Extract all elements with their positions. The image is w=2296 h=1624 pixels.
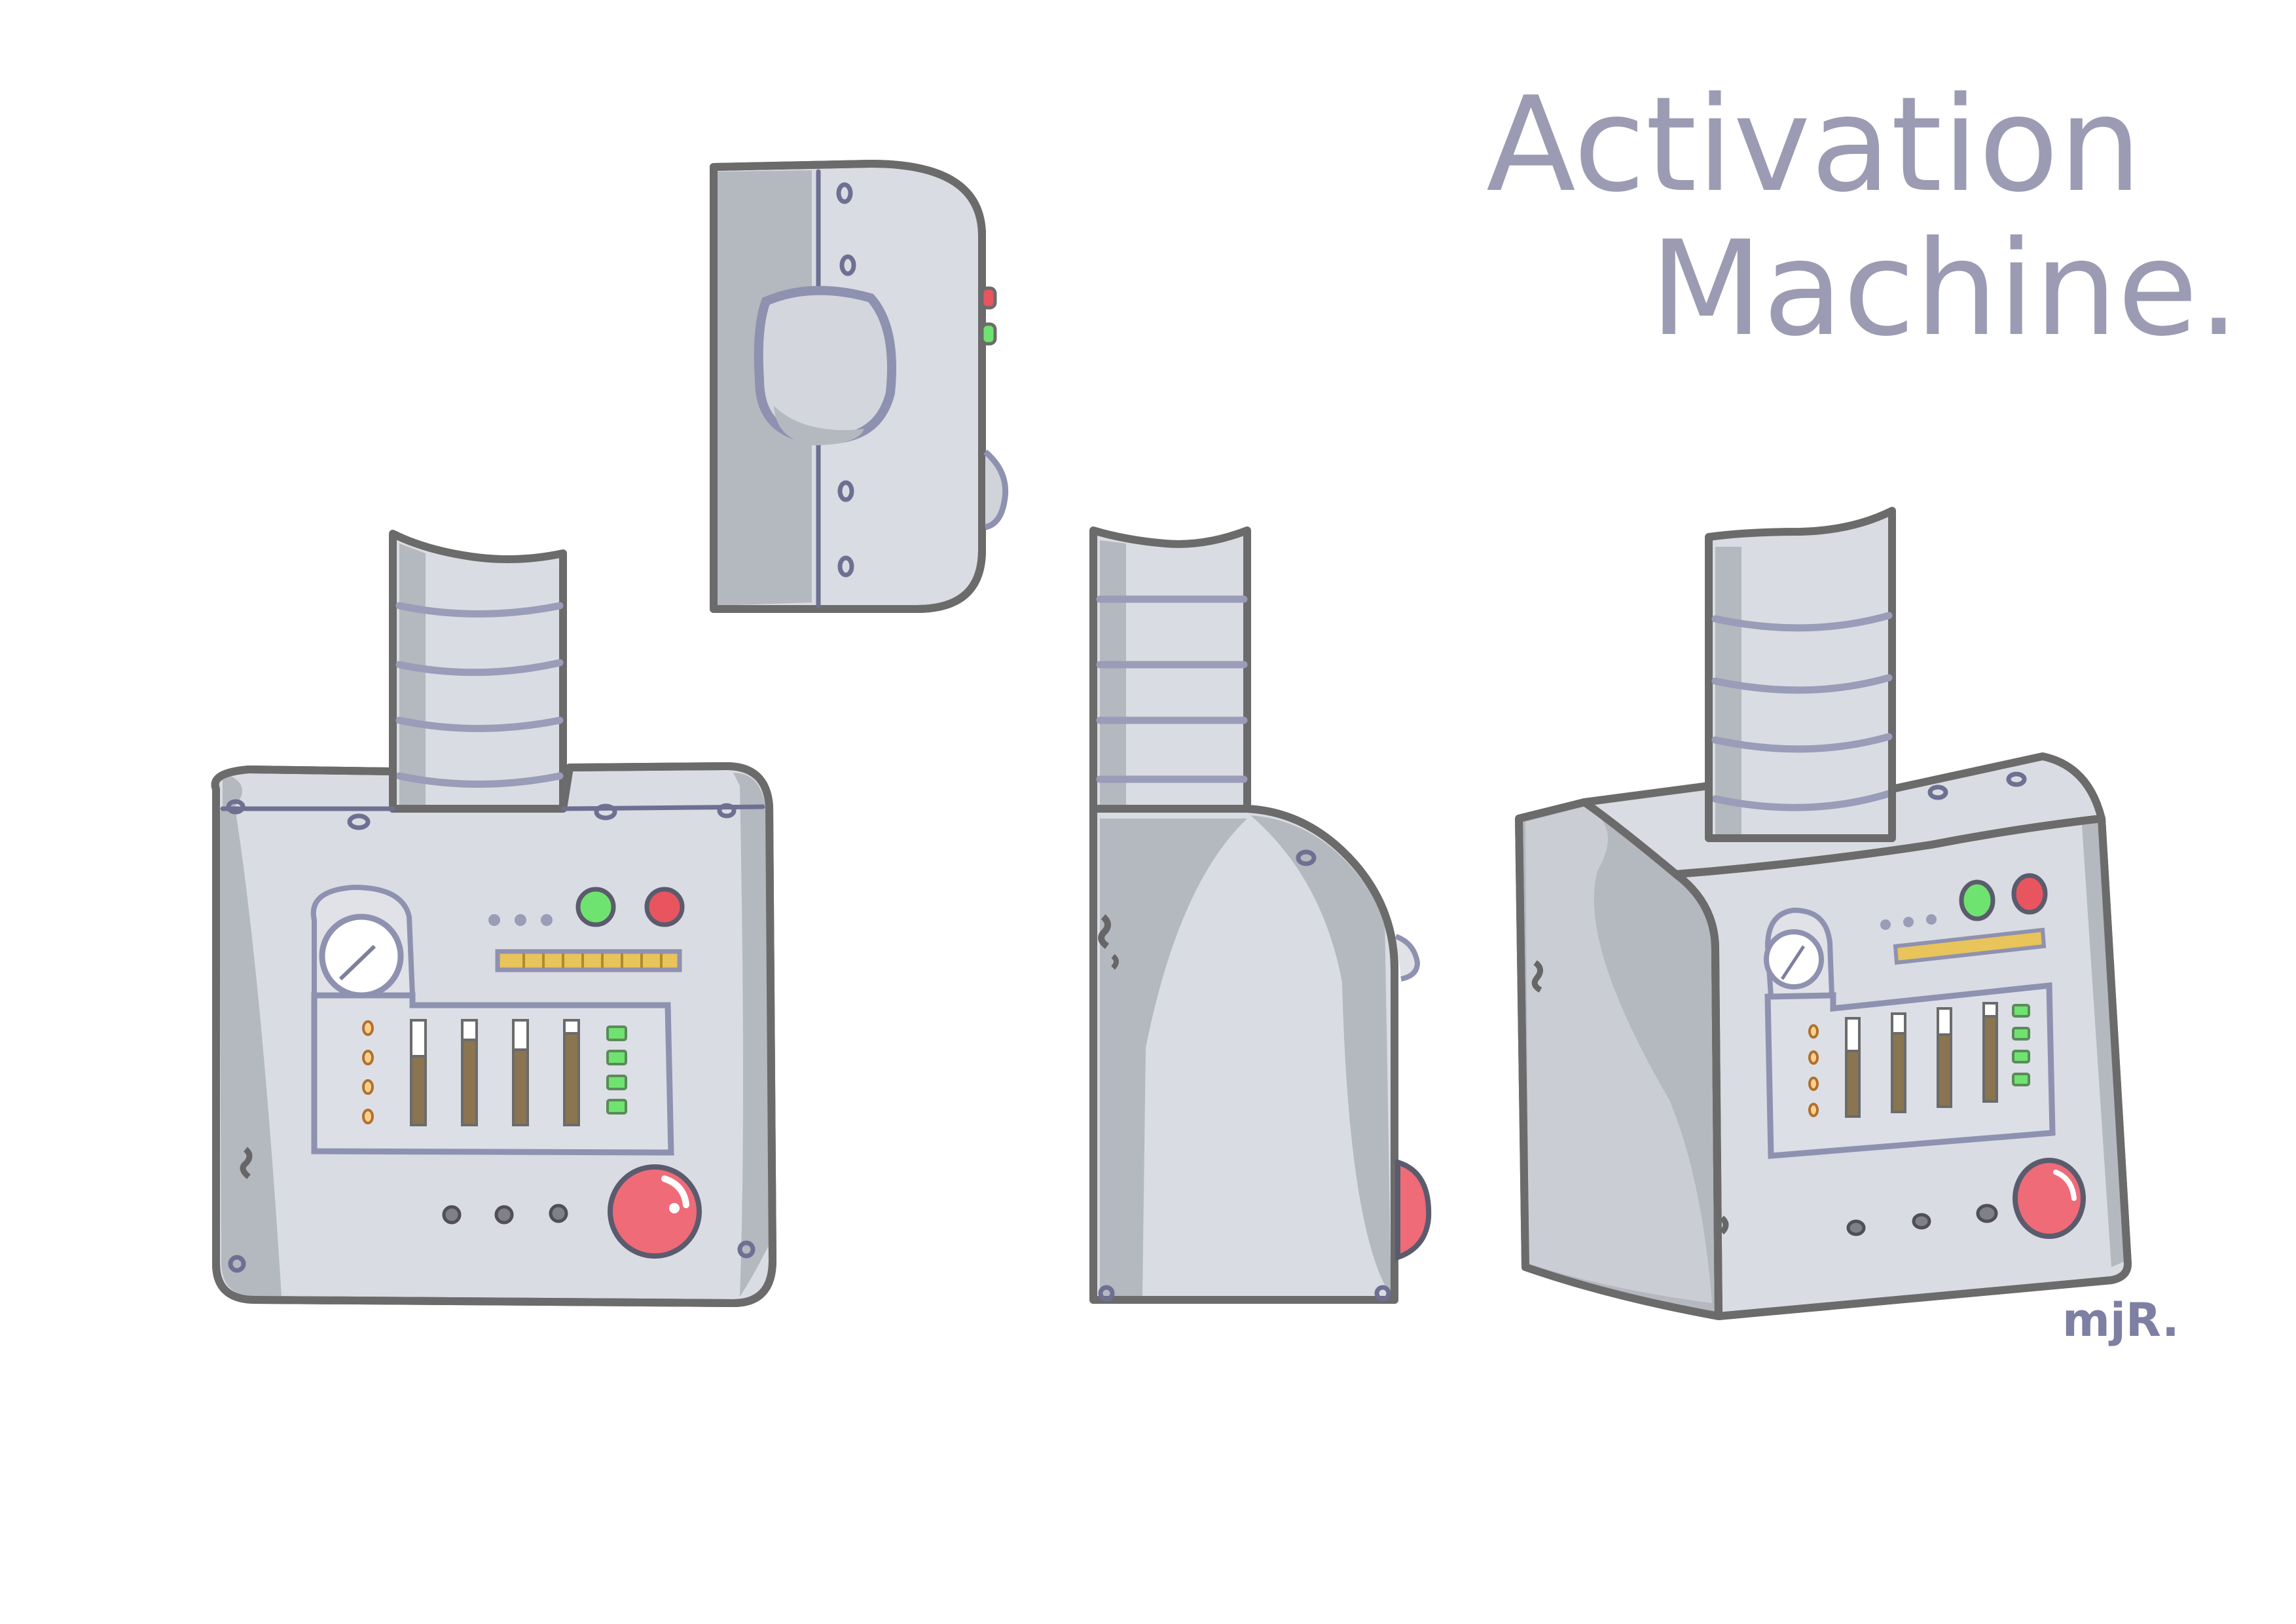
machine-three-quarter-view bbox=[1515, 507, 2132, 1320]
machine-front-view bbox=[211, 530, 776, 1307]
title-line-2: Machine. bbox=[1650, 213, 2240, 365]
title-line-1: Activation bbox=[1486, 69, 2141, 221]
artist-signature: mjR. bbox=[2062, 1293, 2179, 1347]
machine-top-view bbox=[710, 160, 1009, 613]
machine-side-view bbox=[1089, 526, 1432, 1304]
